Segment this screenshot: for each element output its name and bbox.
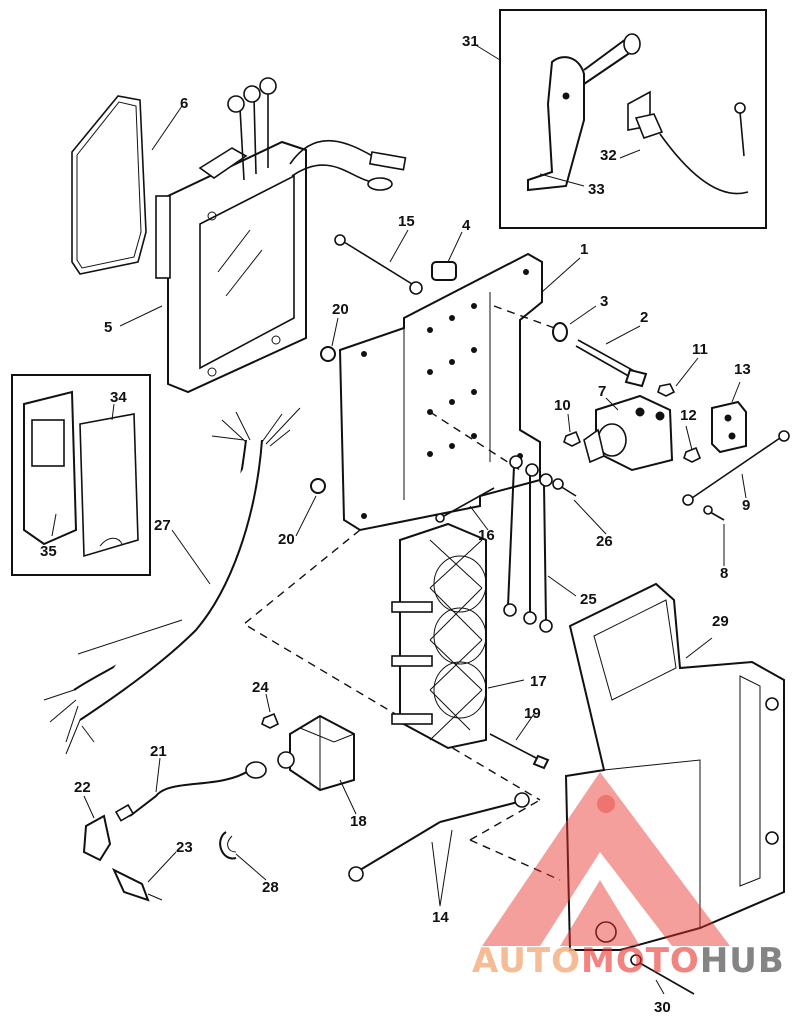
callout-29: 29: [712, 613, 729, 630]
callout-35: 35: [40, 543, 57, 560]
part-21-lead: [114, 761, 267, 822]
part-3-washer: [552, 322, 568, 342]
callout-19: 19: [524, 705, 541, 722]
part-2-bolt: [575, 339, 648, 388]
callout-5: 5: [104, 319, 112, 336]
watermark-auto: AUTO: [472, 941, 581, 981]
part-18-module: [277, 714, 355, 792]
callout-34: 34: [110, 389, 127, 406]
watermark-hub: HUB: [700, 941, 785, 981]
part-22-boot: [82, 814, 112, 862]
callout-17: 17: [530, 673, 547, 690]
part-30-screw: [630, 954, 695, 995]
callout-24: 24: [252, 679, 269, 696]
callout-28: 28: [262, 879, 279, 896]
part-29-cover: [564, 582, 785, 951]
part-15-ground-lead: [334, 234, 423, 295]
callout-2: 2: [640, 309, 648, 326]
callout-15: 15: [398, 213, 415, 230]
callout-7: 7: [598, 383, 606, 400]
callout-18: 18: [350, 813, 367, 830]
part-28-clip: [219, 831, 237, 860]
watermark-logo: AUTOMOTOHUB: [472, 772, 785, 981]
leader-lines: [51, 43, 747, 995]
part-17-coil-bracket: [391, 522, 487, 750]
part-20-nut-upper: [320, 346, 336, 362]
callout-32: 32: [600, 147, 617, 164]
part-20-nut-lower: [310, 478, 326, 494]
callout-10: 10: [554, 397, 571, 414]
part-4-spacer: [431, 261, 457, 281]
part-13-terminal-block: [711, 400, 747, 454]
part-25-leads: [503, 455, 553, 633]
callout-13: 13: [734, 361, 751, 378]
part-9-lead: [682, 430, 790, 506]
alignment-dashes: [242, 305, 561, 881]
part-10-nut: [563, 430, 582, 447]
part-19-screw: [489, 733, 550, 770]
callout-21: 21: [150, 743, 167, 760]
part-24-nut: [261, 712, 280, 729]
callout-16: 16: [478, 527, 495, 544]
callout-20a: 20: [332, 301, 349, 318]
watermark-triangle-mark: [482, 772, 730, 946]
part-26-screw: [552, 478, 577, 497]
part-5-switch-box: [155, 77, 407, 394]
callout-27: 27: [154, 517, 171, 534]
callout-23: 23: [176, 839, 193, 856]
part-23-spark-plug: [111, 867, 163, 902]
part-1-mounting-plate: [338, 252, 543, 532]
watermark-moto: MOTO: [581, 941, 700, 981]
part-8-screw: [703, 505, 725, 521]
callout-20b: 20: [278, 531, 295, 548]
callout-31: 31: [462, 33, 479, 50]
part-6-gasket: [71, 95, 147, 275]
callout-14: 14: [432, 909, 449, 926]
callout-9: 9: [742, 497, 750, 514]
callout-6: 6: [180, 95, 188, 112]
part-11-nut: [657, 383, 676, 397]
part-14-leads: [348, 792, 530, 882]
inset-box-top-right: [499, 9, 767, 229]
watermark-wordmark: AUTOMOTOHUB: [472, 941, 785, 981]
callout-8: 8: [720, 565, 728, 582]
callout-11: 11: [692, 341, 708, 358]
callout-22: 22: [74, 779, 91, 796]
inset-31-32-33-parts: [527, 33, 749, 195]
part-7-solenoid: [583, 394, 674, 472]
callout-4: 4: [462, 217, 471, 234]
part-27-wiring-harness: [43, 407, 301, 755]
callout-1: 1: [580, 241, 588, 258]
part-12-nut: [683, 446, 702, 463]
callout-30: 30: [654, 999, 671, 1016]
inset-34-35-parts: [23, 390, 139, 558]
callout-25: 25: [580, 591, 597, 608]
callout-33: 33: [588, 181, 605, 198]
callout-12: 12: [680, 407, 697, 424]
callout-3: 3: [600, 293, 608, 310]
callout-26: 26: [596, 533, 613, 550]
part-16-screw: [435, 487, 495, 523]
inset-box-left: [11, 374, 151, 576]
callout-numbers: 1 2 3 4 5 6 7 8 9 10 11 12 13 14 15 16 1…: [40, 33, 751, 1016]
